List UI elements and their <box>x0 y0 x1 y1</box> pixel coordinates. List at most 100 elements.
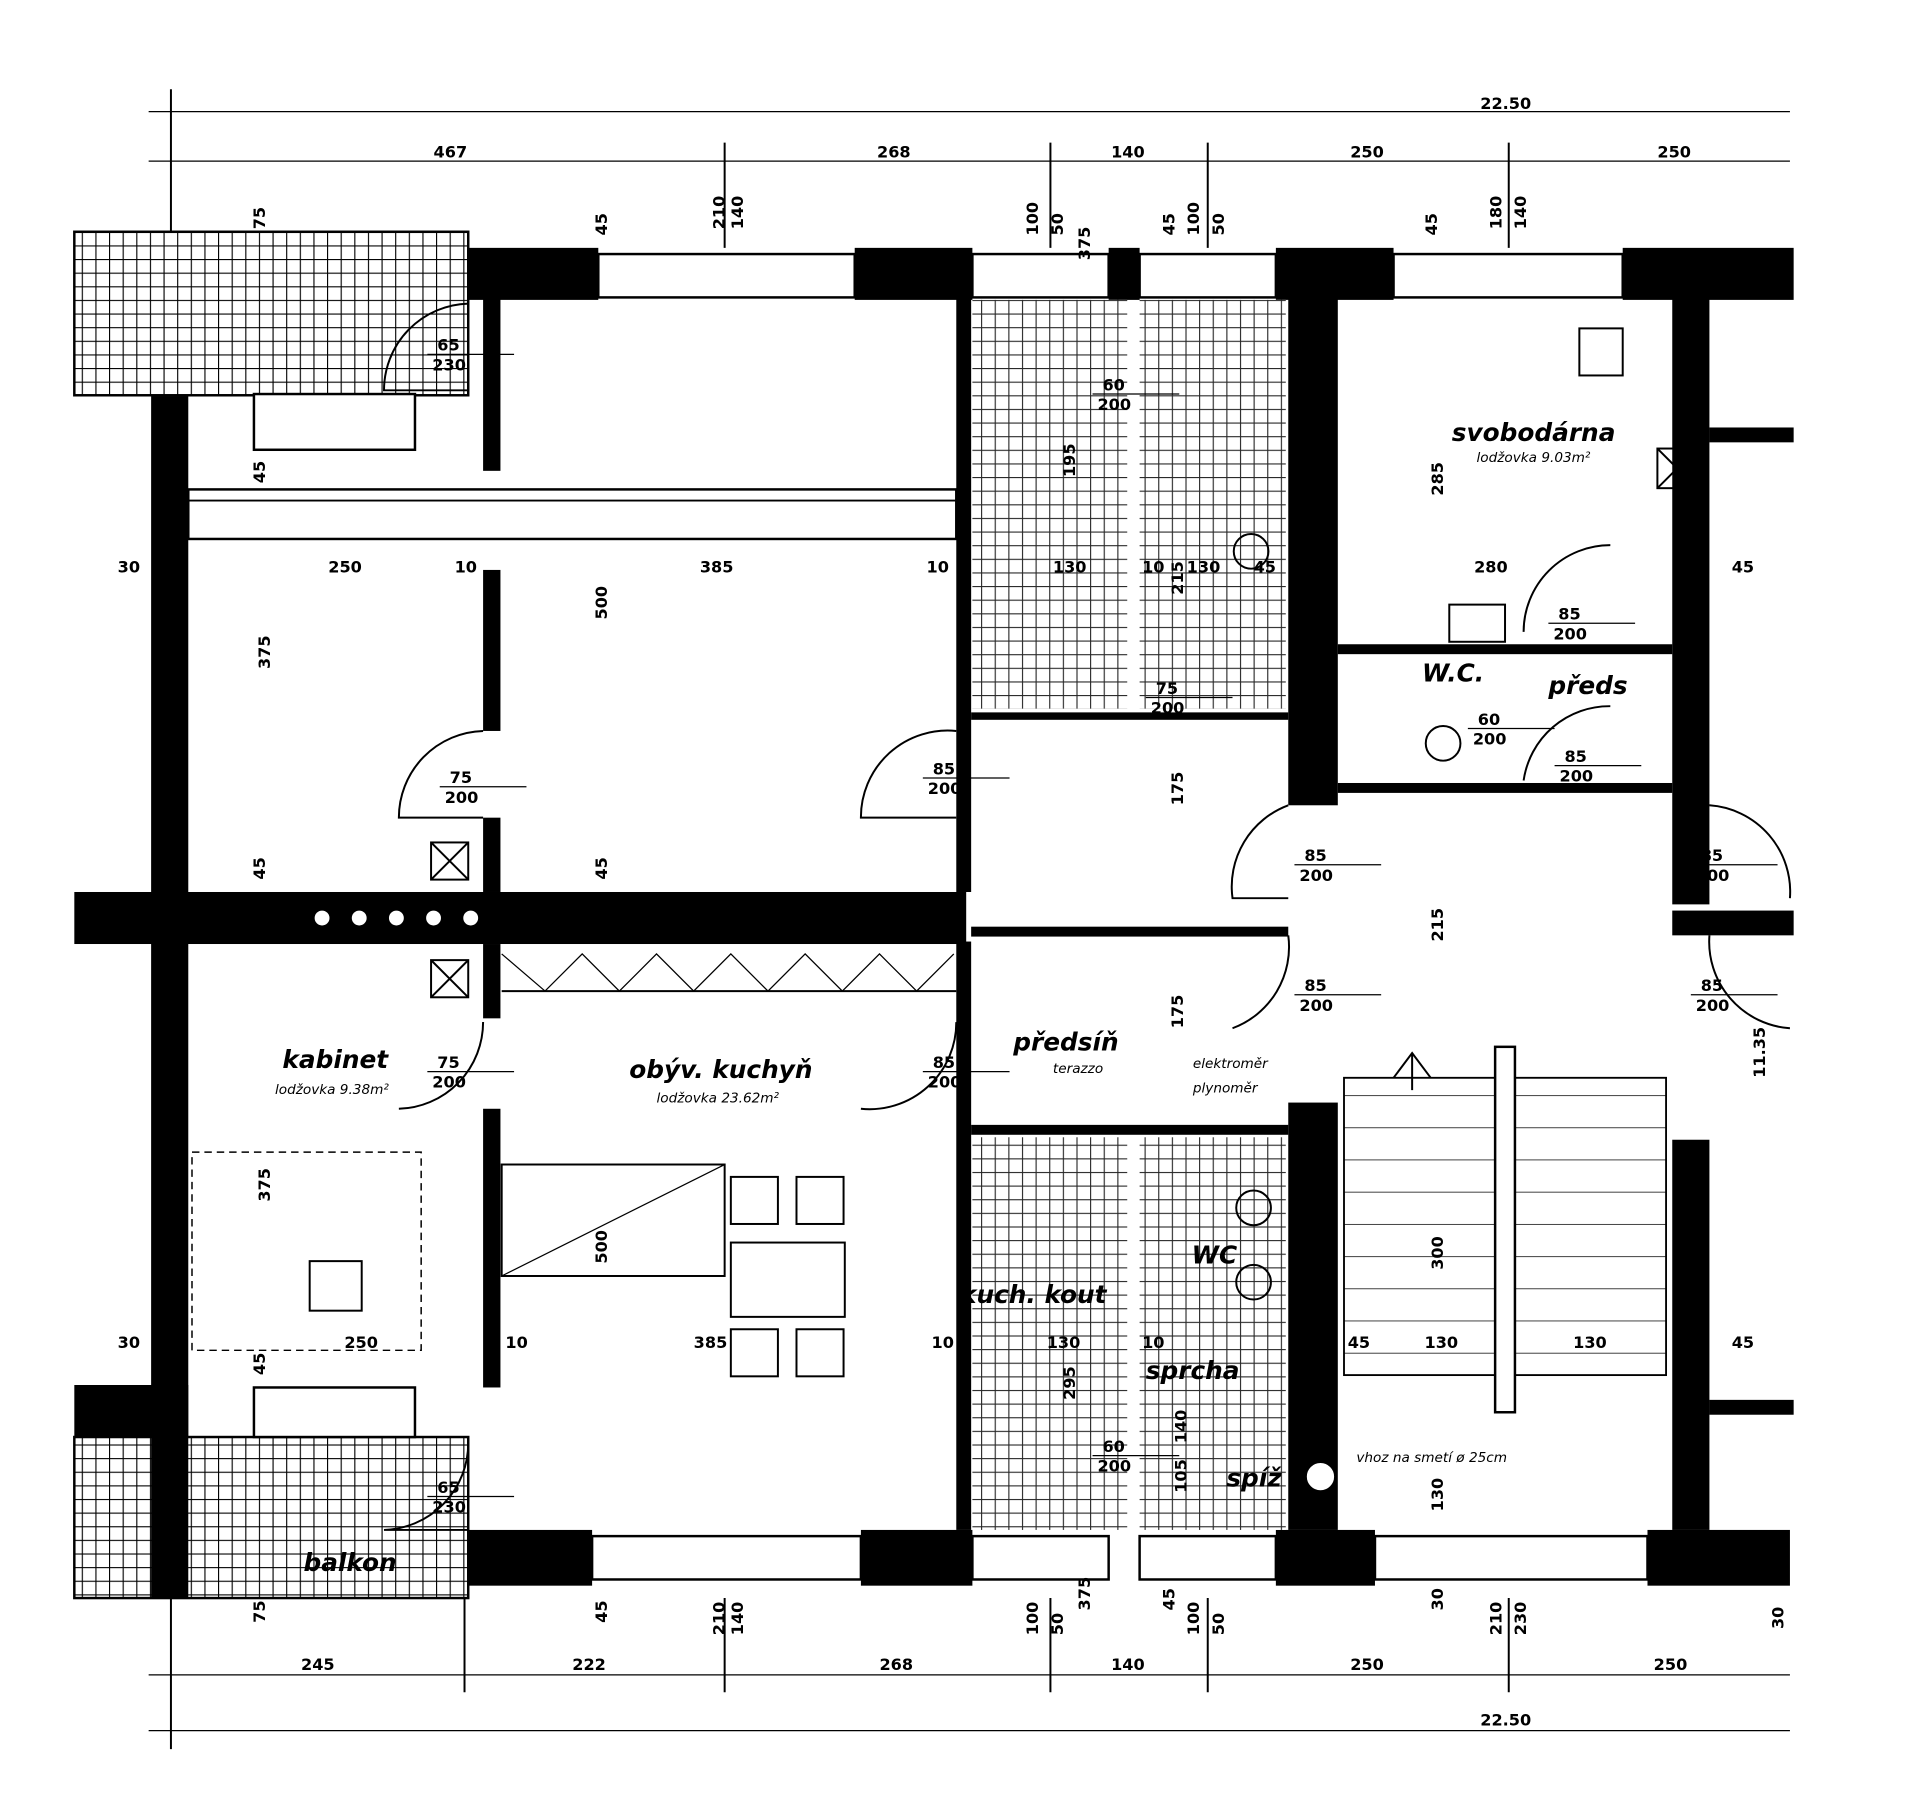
door-height-label: 200 <box>1696 866 1730 885</box>
walls <box>74 247 1794 1599</box>
bottom-dim: 250 <box>1350 1655 1384 1674</box>
dim-top-small: 45 <box>592 213 611 235</box>
wall-perforations <box>314 910 479 926</box>
door-height-label: 200 <box>1553 624 1587 643</box>
bathroom-tiles-lower-2 <box>1139 1137 1286 1530</box>
dim-bottom-small: 210 <box>1486 1602 1505 1636</box>
meters-label-2: plynoměr <box>1192 1081 1259 1097</box>
dim-bottom-small: 210 <box>710 1602 729 1636</box>
door-height-label: 200 <box>1473 730 1507 749</box>
door-height-label: 200 <box>1299 866 1333 885</box>
room-sprcha-label: sprcha <box>1146 1356 1240 1385</box>
dim-vertical: 300 <box>1428 1236 1447 1270</box>
bottom-dim: 140 <box>1111 1655 1145 1674</box>
top-dim: 140 <box>1111 142 1145 161</box>
dim-bottom-small: 30 <box>1428 1588 1447 1610</box>
door-width-label: 60 <box>1102 375 1124 394</box>
stair-handrail <box>1493 1045 1517 1414</box>
dim-row2: 10 <box>505 1333 527 1352</box>
door-height-label: 200 <box>1696 996 1730 1015</box>
dim-bottom-small: 230 <box>1511 1602 1530 1636</box>
room-kabinet-area: lodžovka 9.38m² <box>275 1082 389 1098</box>
door-width-label: 60 <box>1102 1437 1124 1456</box>
door-swings <box>383 302 1792 1531</box>
dim-vertical: 105 <box>1172 1459 1191 1493</box>
dim-top-small: 180 <box>1486 196 1505 230</box>
door-height-label: 200 <box>1560 767 1594 786</box>
room-kabinet-label: kabinet <box>282 1045 389 1074</box>
door-width-label: 85 <box>933 759 955 778</box>
dim-vertical: 75 <box>250 1600 269 1622</box>
dim-row1: 45 <box>1254 557 1276 576</box>
door-height-label: 200 <box>1151 699 1185 718</box>
bottom-dimension-lines: 245 222 268 140 250 250 22.50 <box>148 1598 1790 1750</box>
dim-row1: 250 <box>328 557 362 576</box>
door-height-label: 230 <box>432 1498 466 1517</box>
door-width-label: 85 <box>1701 846 1723 865</box>
dim-vertical: 375 <box>255 635 274 669</box>
dim-vertical: 175 <box>1168 995 1187 1029</box>
dim-row2: 250 <box>344 1333 378 1352</box>
bottom-dim: 245 <box>301 1655 335 1674</box>
room-balkon-label: balkon <box>303 1548 396 1577</box>
meters-label-1: elektroměr <box>1193 1056 1269 1072</box>
dim-vertical: 295 <box>1060 1366 1079 1400</box>
door-size-labels: 6523075200852006020085200602008520085200… <box>427 336 1778 1517</box>
dim-vertical: 140 <box>1172 1410 1191 1444</box>
door-width-label: 75 <box>1156 679 1178 698</box>
dim-row1: 280 <box>1474 557 1508 576</box>
dim-row1: 130 <box>1053 557 1087 576</box>
room-predsin-label: předsíň <box>1012 1028 1118 1057</box>
top-dim: 250 <box>1350 142 1384 161</box>
dim-vertical: 11.35 <box>1750 1027 1769 1078</box>
bottom-dim: 268 <box>879 1655 913 1674</box>
dim-vertical: 195 <box>1060 443 1079 477</box>
top-dimension-lines: 22.50 467 268 140 250 250 <box>148 89 1790 248</box>
room-wc-lower-label: WC <box>1192 1241 1238 1270</box>
balcony-step-bottom <box>252 1386 417 1439</box>
dim-top-small: 100 <box>1184 202 1203 236</box>
dim-row1: 45 <box>1732 557 1754 576</box>
door-width-label: 85 <box>1304 846 1326 865</box>
dim-bottom-small: 45 <box>1159 1588 1178 1610</box>
overall-width-top: 22.50 <box>1480 94 1531 113</box>
dim-vertical: 45 <box>250 461 269 483</box>
dim-bottom-small: 100 <box>1023 1602 1042 1636</box>
bottom-dim: 250 <box>1654 1655 1688 1674</box>
balcony-step-top <box>252 392 417 452</box>
dim-vertical: 75 <box>250 207 269 229</box>
dim-row2: 45 <box>1348 1333 1370 1352</box>
dim-row2: 385 <box>694 1333 728 1352</box>
dim-row1: 130 <box>1187 557 1221 576</box>
room-svobodarna-label: svobodárna <box>1452 418 1616 447</box>
dim-row2: 130 <box>1425 1333 1459 1352</box>
dim-vertical: 45 <box>250 857 269 879</box>
room-preds-label: předs <box>1547 671 1627 700</box>
top-dim: 268 <box>877 142 911 161</box>
room-svobodarna-area: lodžovka 9.03m² <box>1477 450 1591 466</box>
bathroom-tiles-upper-2 <box>1139 299 1286 709</box>
dim-bottom-small: 50 <box>1209 1613 1228 1635</box>
windows <box>590 252 1649 1581</box>
room-kuch-kout-label: kuch. kout <box>960 1280 1108 1309</box>
bottom-dim: 222 <box>572 1655 606 1674</box>
overall-width-bottom: 22.50 <box>1480 1711 1531 1730</box>
door-height-label: 200 <box>432 1073 466 1092</box>
room-kuchyn-area: lodžovka 23.62m² <box>657 1091 780 1107</box>
door-width-label: 75 <box>437 1053 459 1072</box>
room-kuchyn-label: obýv. kuchyň <box>629 1055 812 1084</box>
dim-vertical: 175 <box>1168 772 1187 806</box>
door-width-label: 65 <box>437 1478 459 1497</box>
lintel-band <box>187 488 958 541</box>
door-width-label: 85 <box>1558 604 1580 623</box>
top-dim: 250 <box>1657 142 1691 161</box>
dim-vertical: 215 <box>1168 561 1187 595</box>
dim-bottom-small: 50 <box>1048 1613 1067 1635</box>
balcony-bottom <box>73 1435 470 1600</box>
dim-vertical: 45 <box>250 1353 269 1375</box>
dim-row1: 385 <box>700 557 734 576</box>
door-height-label: 200 <box>928 1073 962 1092</box>
door-width-label: 85 <box>1564 747 1586 766</box>
door-height-label: 200 <box>445 788 479 807</box>
